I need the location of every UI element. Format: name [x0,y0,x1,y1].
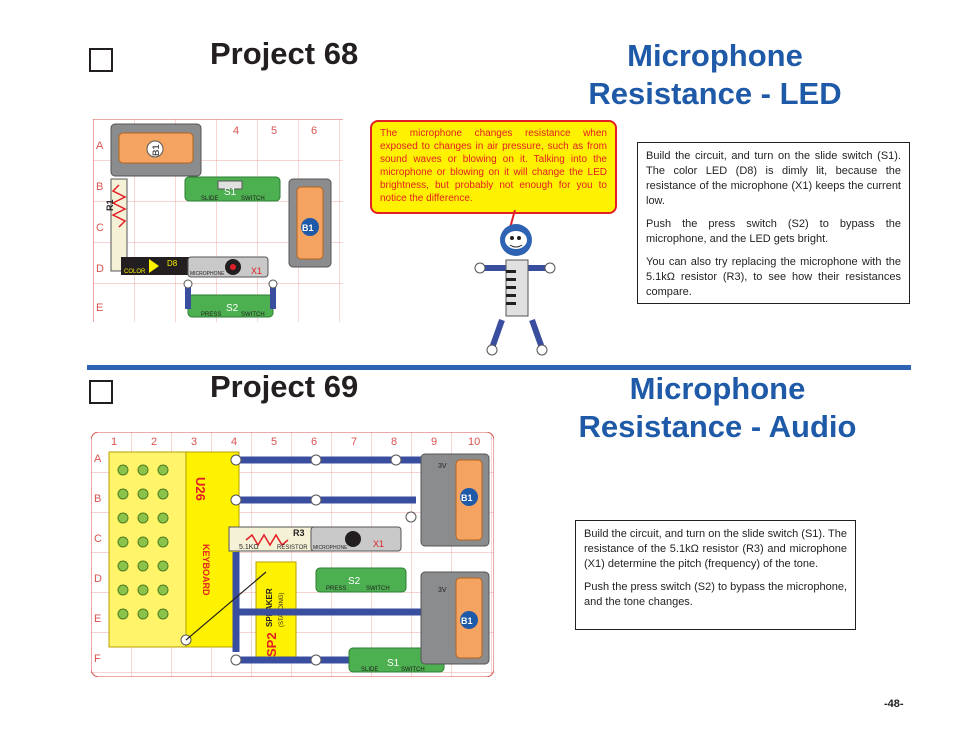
board69-col-5: 5 [271,436,277,448]
board69-s1-left: SLIDE [361,667,378,673]
board69-resistor-r3: R3 5.1KΩ RESISTOR [228,526,325,552]
board69-s1-right: SWITCH [401,667,425,673]
board69-col-9: 9 [431,436,437,448]
board69-row-e: E [94,613,101,625]
board68-s2-label: S2 [226,303,239,314]
board68-slide-switch-s1: S1 SLIDE SWITCH [184,176,281,202]
board69-x1-mic: MICROPHONE [313,545,348,551]
board69-sp2-label: SP2 [264,632,279,657]
project-69-title: Project 69 [210,369,359,404]
board69-b1-bottom-label: B1 [461,616,473,626]
board68-resistor-r1: R1 [105,178,128,272]
project-69-checkbox[interactable] [89,380,113,404]
board68-b1-top-label: B1 [151,144,161,156]
board68-b1-right-label: B1 [302,223,314,233]
board68-press-switch-s2: S2 PRESS SWITCH [187,294,274,318]
board69-b1-top-label: B1 [461,493,473,503]
board69-u26-label: U26 [193,477,208,501]
board69-col-4: 4 [231,436,237,448]
board69-3v-top: 3V [438,463,447,470]
board69-col-8: 8 [391,436,397,448]
board69-3v-bottom: 3V [438,587,447,594]
project-68-subtitle: Microphone Resistance - LED [560,37,870,113]
board69-r3-label: R3 [293,528,305,538]
board68-s1-label: S1 [224,187,237,198]
project-68-subtitle-line2: Resistance - LED [588,76,842,111]
project-69-description: Build the circuit, and turn on the slide… [575,520,856,630]
project-69-subtitle: Microphone Resistance - Audio [545,370,890,446]
board69-s2-left: PRESS [326,586,346,592]
board68-row-a: A [96,140,104,152]
board69-battery-b1-top: B1 3V [420,453,490,547]
board68-col-5: 5 [271,125,277,137]
board69-row-f: F [94,653,101,665]
board69-col-6: 6 [311,436,317,448]
project-68-desc-para-2: Push the press switch (S2) to bypass the… [646,218,901,245]
project-68-description: Build the circuit, and turn on the slide… [637,142,910,304]
project-69-subtitle-line2: Resistance - Audio [578,409,857,444]
board68-s2-left: PRESS [201,312,221,318]
page-number: -48- [884,698,904,710]
project-68-title: Project 68 [210,36,359,71]
board69-keyboard-u26: U26 KEYBOARD [108,451,240,648]
board69-r3-resistor: RESISTOR [277,545,308,551]
board69-row-a: A [94,453,102,465]
board69-s2-label: S2 [348,576,361,587]
board69-keyboard-label: KEYBOARD [201,544,211,596]
project-69-desc-para-1: Build the circuit, and turn on the slide… [584,528,847,570]
board69-row-d: D [94,573,102,585]
project-69-desc-para-2: Push the press switch (S2) to bypass the… [584,581,847,608]
board69-row-b: B [94,493,101,505]
board68-microphone-x1: X1 MICROPHONE [187,256,269,278]
board68-led-d8: D8 COLOR [121,257,191,275]
board68-row-d: D [96,263,104,275]
board69-row-c: C [94,533,102,545]
project-68-speech-bubble: The microphone changes resistance when e… [370,120,617,214]
board69-s1-label: S1 [387,658,400,669]
board68-row-b: B [96,181,103,193]
board68-row-c: C [96,222,104,234]
board68-s1-right: SWITCH [241,196,265,202]
project-68-subtitle-line1: Microphone [627,38,803,73]
section-divider [87,365,911,370]
board68-x1-label: X1 [251,266,262,276]
board68-x1-mic: MICROPHONE [190,271,225,277]
board69-col-3: 3 [191,436,197,448]
board69-col-1: 1 [111,436,117,448]
board69-x1-label: X1 [373,539,384,549]
board68-d8-label: D8 [167,259,178,268]
board69-battery-b1-bottom: B1 3V [420,571,490,665]
board68-s1-left: SLIDE [201,196,218,202]
project-69-circuit-board: 1 2 3 4 5 6 7 8 9 10 A B C D E F U26 KEY… [91,432,494,677]
board69-col-7: 7 [351,436,357,448]
board69-press-switch-s2: S2 PRESS SWITCH [315,567,407,593]
board69-slide-switch-s1: S1 SLIDE SWITCH [348,647,445,673]
board68-battery-b1-top: B1 [110,123,202,177]
board69-microphone-x1: X1 MICROPHONE [310,526,402,552]
board68-s2-right: SWITCH [241,312,265,318]
board68-col-4: 4 [233,125,239,137]
board68-r1-label: R1 [105,199,115,211]
board69-col-10: 10 [468,436,480,448]
board69-col-2: 2 [151,436,157,448]
mascot-figure-icon [474,210,556,356]
project-68-circuit-board: 4 5 6 A B C D E B1 R1 S1 SLIDE SWITCH B1… [93,119,343,322]
board68-col-6: 6 [311,125,317,137]
board69-r3-value: 5.1KΩ [239,544,259,551]
project-68-checkbox[interactable] [89,48,113,72]
board68-battery-b1-right: B1 [288,178,332,268]
project-68-desc-para-3: You can also try replacing the microphon… [646,256,901,298]
project-69-subtitle-line1: Microphone [629,371,806,406]
board69-s2-right: SWITCH [366,586,390,592]
board68-d8-color: COLOR [124,269,146,275]
board69-speaker-label: SPEAKER [265,588,274,627]
board68-row-e: E [96,302,103,314]
project-68-desc-para-1: Build the circuit, and turn on the slide… [646,150,901,207]
